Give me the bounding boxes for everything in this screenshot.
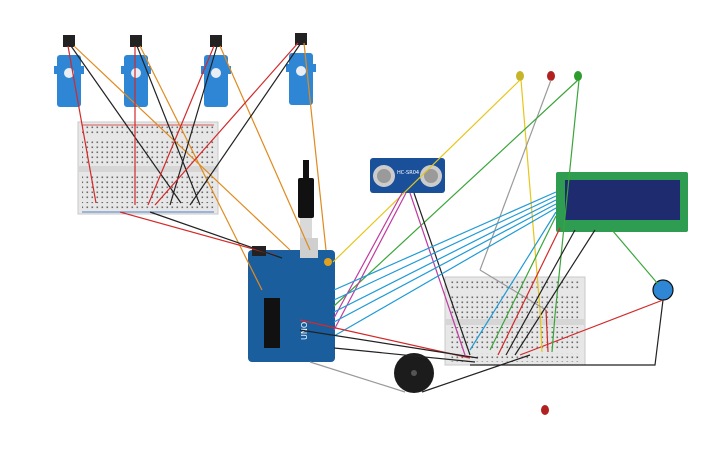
breadboard-right xyxy=(444,276,586,366)
led-green xyxy=(574,71,582,81)
servo-1 xyxy=(54,35,84,107)
breadboard-left xyxy=(77,121,219,215)
ultrasonic-sensor: HC-SR04 xyxy=(370,158,445,193)
piezo-buzzer xyxy=(394,353,434,393)
servo-3 xyxy=(201,35,231,107)
servo-2 xyxy=(121,35,151,107)
potentiometer xyxy=(652,279,674,301)
sensor-label: HC-SR04 xyxy=(397,170,419,176)
led-red-loose xyxy=(541,405,549,415)
lcd-display xyxy=(556,172,688,232)
led-red xyxy=(547,71,555,81)
arduino-uno: UNO xyxy=(248,238,335,362)
led-yellow xyxy=(516,71,524,81)
wires xyxy=(67,42,664,393)
